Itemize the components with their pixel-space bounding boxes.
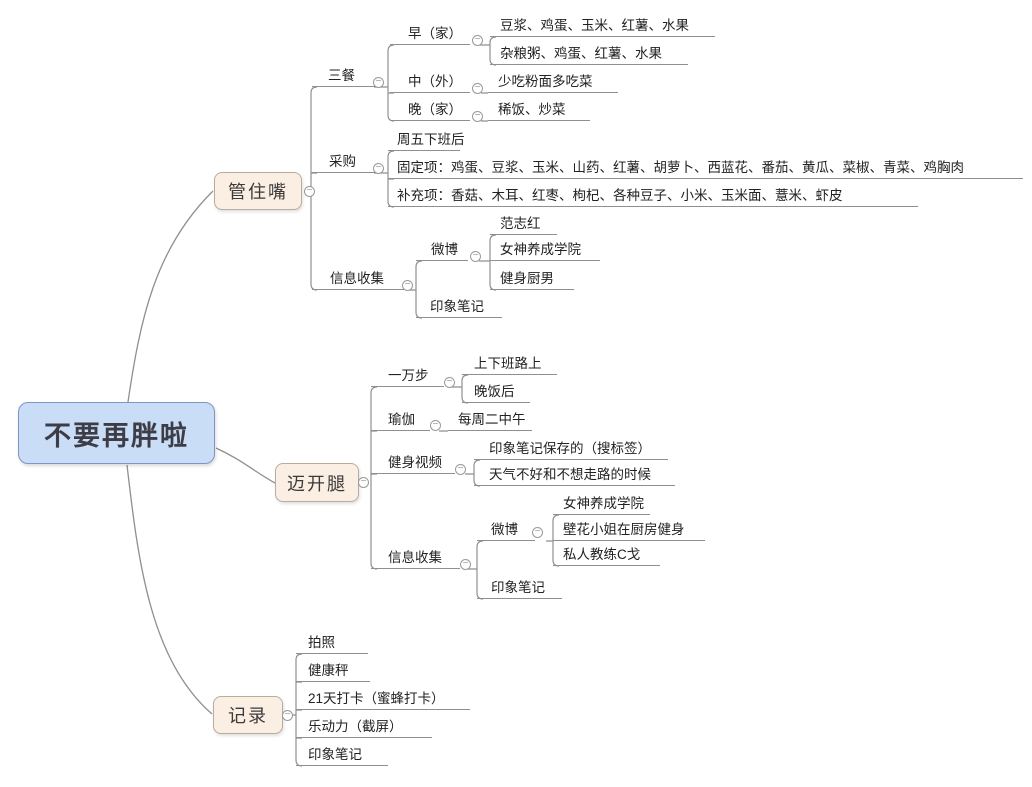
topic-breakfast-home[interactable]: 早（家） (390, 25, 470, 45)
topic-10k-steps[interactable]: 一万步 (371, 367, 444, 387)
collapse-icon[interactable]: − (472, 83, 483, 94)
topic-weibo1-fitness-cook[interactable]: 健身厨男 (490, 270, 574, 290)
topic-21day-checkin[interactable]: 21天打卡（蜜蜂打卡） (296, 690, 470, 710)
topic-dinner-menu[interactable]: 稀饭、炒菜 (488, 101, 590, 121)
topic-health-scale[interactable]: 健康秤 (296, 662, 370, 682)
topic-dinner-home[interactable]: 晚（家） (390, 101, 470, 121)
topic-info-gathering-1[interactable]: 信息收集 (312, 270, 404, 290)
topic-evernote-1[interactable]: 印象笔记 (416, 298, 502, 318)
collapse-icon[interactable]: − (358, 477, 369, 488)
collapse-icon[interactable]: − (472, 111, 483, 122)
collapse-icon[interactable]: − (460, 559, 471, 570)
topic-tuesday-noon[interactable]: 每周二中午 (448, 411, 532, 431)
branch-topic-move-legs[interactable]: 迈开腿 (275, 463, 359, 502)
collapse-icon[interactable]: − (444, 377, 455, 388)
collapse-icon[interactable]: − (472, 35, 483, 46)
topic-lunch-tip[interactable]: 少吃粉面多吃菜 (488, 73, 618, 93)
topic-breakfast-menu-2[interactable]: 杂粮粥、鸡蛋、红薯、水果 (490, 45, 688, 65)
topic-shopping-time[interactable]: 周五下班后 (388, 131, 465, 151)
topic-evernote-2[interactable]: 印象笔记 (477, 579, 562, 599)
central-topic[interactable]: 不要再胖啦 (18, 402, 215, 464)
topic-evernote-3[interactable]: 印象笔记 (296, 746, 388, 766)
collapse-icon[interactable]: − (373, 77, 384, 88)
topic-three-meals[interactable]: 三餐 (312, 67, 376, 87)
topic-weibo2-goddess-academy[interactable]: 女神养成学院 (553, 495, 650, 515)
topic-yoga[interactable]: 瑜伽 (371, 411, 430, 431)
topic-weibo1-goddess-academy[interactable]: 女神养成学院 (490, 241, 600, 261)
topic-fitness-videos[interactable]: 健身视频 (371, 454, 455, 474)
topic-shopping[interactable]: 采购 (312, 153, 376, 173)
collapse-icon[interactable]: − (532, 527, 543, 538)
branch-curve-lines (126, 190, 276, 715)
topic-ledongli-screenshot[interactable]: 乐动力（截屏） (296, 718, 432, 738)
topic-info-gathering-2[interactable]: 信息收集 (371, 549, 460, 569)
collapse-icon[interactable]: − (304, 186, 315, 197)
topic-breakfast-menu-1[interactable]: 豆浆、鸡蛋、玉米、红薯、水果 (490, 17, 715, 37)
topic-videos-bad-weather[interactable]: 天气不好和不想走路的时候 (474, 466, 675, 486)
topic-lunch-out[interactable]: 中（外） (390, 73, 470, 93)
collapse-icon[interactable]: − (373, 163, 384, 174)
topic-after-dinner-walk[interactable]: 晚饭后 (462, 383, 530, 403)
collapse-icon[interactable]: − (470, 251, 481, 262)
collapse-icon[interactable]: − (430, 420, 441, 431)
topic-shopping-extra-items[interactable]: 补充项：香菇、木耳、红枣、枸杞、各种豆子、小米、玉米面、薏米、虾皮 (388, 187, 918, 207)
topic-shopping-fixed-items[interactable]: 固定项：鸡蛋、豆浆、玉米、山药、红薯、胡萝卜、西蓝花、番茄、黄瓜、菜椒、青菜、鸡… (388, 159, 1023, 179)
topic-take-photos[interactable]: 拍照 (296, 634, 368, 654)
branch-topic-record[interactable]: 记录 (213, 696, 283, 734)
topic-weibo-2[interactable]: 微博 (477, 521, 535, 541)
topic-weibo1-fanzhihong[interactable]: 范志红 (490, 215, 557, 235)
collapse-icon[interactable]: − (455, 464, 466, 475)
topic-weibo2-wallflower-kitchen[interactable]: 壁花小姐在厨房健身 (553, 521, 705, 541)
topic-weibo2-personal-trainer[interactable]: 私人教练C戈 (553, 546, 660, 566)
topic-commute-walk[interactable]: 上下班路上 (462, 355, 557, 375)
collapse-icon[interactable]: − (402, 280, 413, 291)
topic-videos-evernote-tag[interactable]: 印象笔记保存的（搜标签） (474, 440, 668, 460)
branch-topic-control-mouth[interactable]: 管住嘴 (214, 172, 302, 210)
topic-weibo-1[interactable]: 微博 (416, 241, 468, 261)
collapse-icon[interactable]: − (282, 710, 293, 721)
